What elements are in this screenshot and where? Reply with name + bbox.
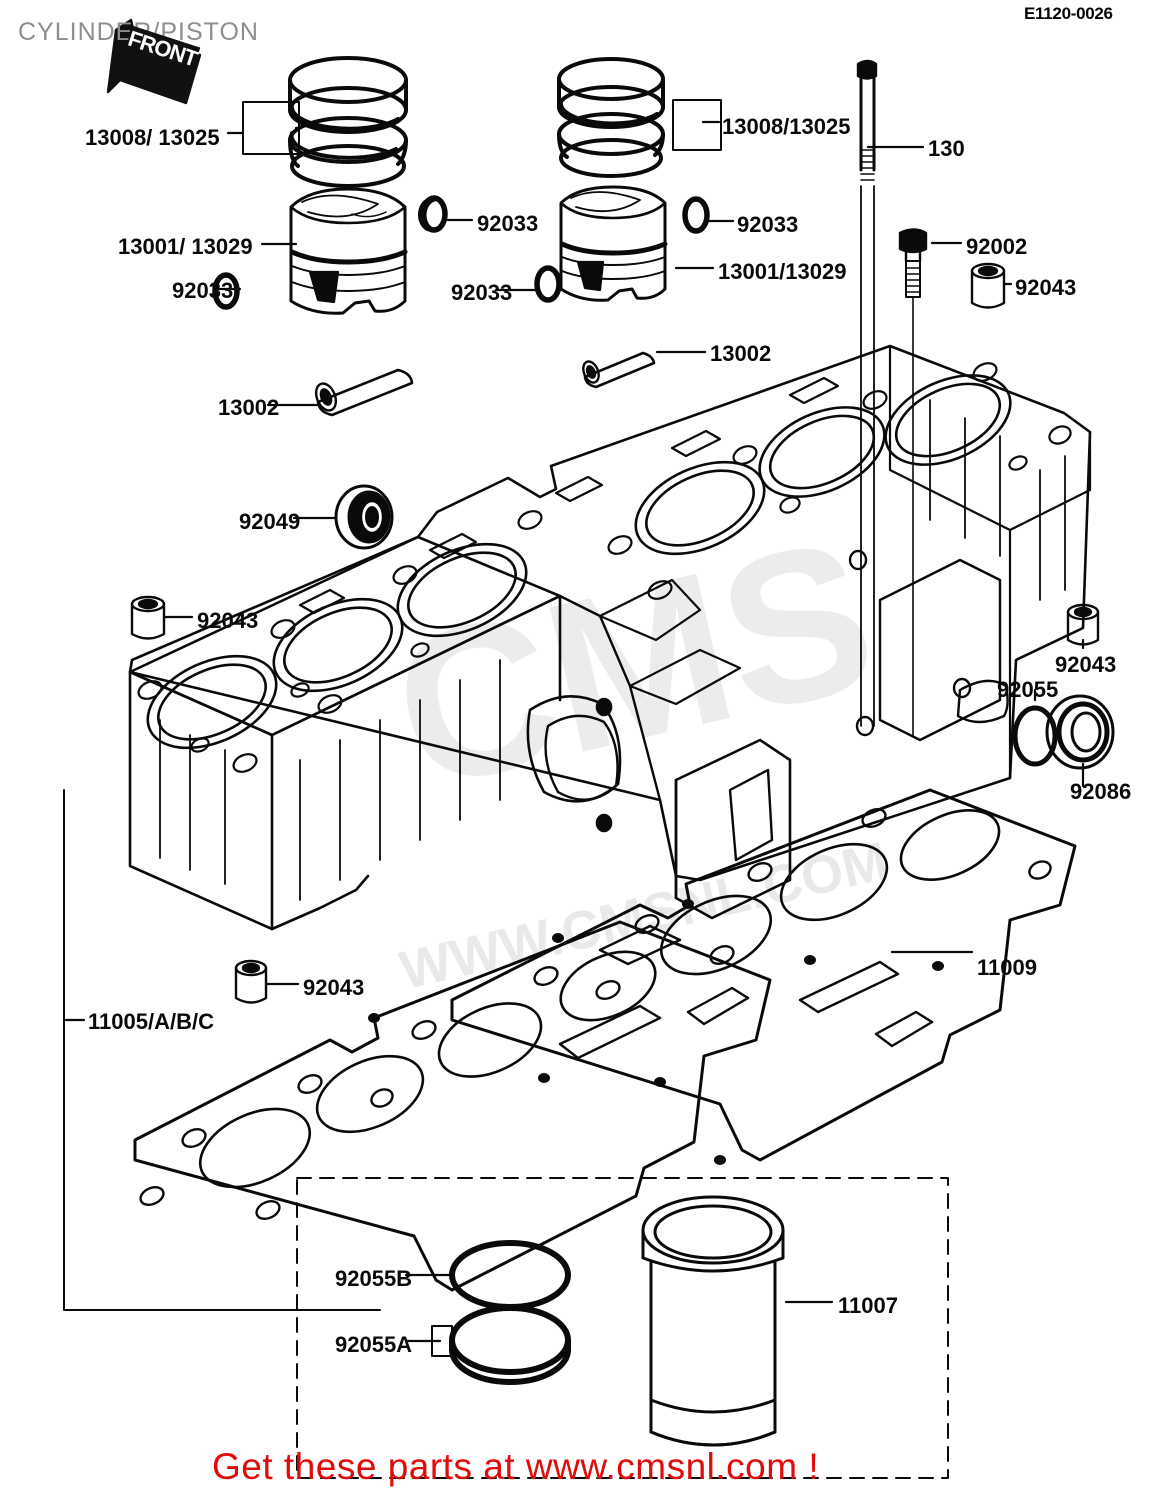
callout-circlip-left-upper[interactable]: 92033 xyxy=(477,211,539,236)
bolt-92002 xyxy=(898,228,928,738)
piston-ring-set-left xyxy=(288,56,408,188)
group-box-lower xyxy=(296,1177,949,1479)
circlips xyxy=(212,195,710,310)
callout-seal-92049[interactable]: 92049 xyxy=(239,509,301,534)
piston-ring-set-right xyxy=(557,57,665,178)
cylinder-block xyxy=(128,344,1092,931)
callout-ring-set-right[interactable]: 13008/13025 xyxy=(722,114,851,139)
callout-piston-right[interactable]: 13001/13029 xyxy=(718,259,847,284)
piston-left xyxy=(289,187,408,315)
long-head-bolt xyxy=(856,59,878,727)
callout-dowel-92043-right[interactable]: 92043 xyxy=(1055,652,1117,677)
callout-circlip-right-upper[interactable]: 92033 xyxy=(737,212,799,237)
oring-92055 xyxy=(1012,705,1058,767)
dowel-pin-92043-left xyxy=(130,595,166,640)
base-gasket-11005 xyxy=(133,920,934,1292)
oil-seal-92049 xyxy=(334,484,394,550)
callout-seal-92086[interactable]: 92086 xyxy=(1070,779,1132,804)
leader-boxes xyxy=(431,1325,453,1357)
callout-ring-set-left[interactable]: 13008/ 13025 xyxy=(85,125,220,150)
group-box-11005 xyxy=(63,789,381,1311)
callout-dowel-92043-left[interactable]: 92043 xyxy=(197,608,259,633)
callout-circlip-left-lower[interactable]: 92033 xyxy=(172,278,234,303)
callout-oring-92055b[interactable]: 92055B xyxy=(335,1266,413,1291)
callout-head-bolt[interactable]: 130 xyxy=(928,136,965,161)
callout-dowel-92043-mid[interactable]: 92043 xyxy=(303,975,365,1000)
head-gasket-11009 xyxy=(450,788,1077,1162)
callout-sleeve-11007[interactable]: 11007 xyxy=(838,1293,898,1318)
cylinder-sleeve-11007 xyxy=(641,1195,785,1447)
callout-base-gasket-11005[interactable]: 11005/A/B/C xyxy=(88,1009,214,1034)
dowel-pin-92043-mid xyxy=(234,959,268,1004)
callout-pin-13002-left[interactable]: 13002 xyxy=(218,395,280,420)
diagram-number: E1120-0026 xyxy=(1024,4,1113,23)
cmsnl-promo-watermark: Get these parts at www.cmsnl.com ! xyxy=(212,1446,820,1487)
callout-oring-92055a[interactable]: 92055A xyxy=(335,1332,413,1357)
oring-92055a xyxy=(449,1305,571,1385)
callout-circlip-mid-lower[interactable]: 92033 xyxy=(451,280,513,305)
piston-right xyxy=(559,185,668,302)
callout-oring-92055[interactable]: 92055 xyxy=(997,677,1059,702)
callout-dowel-92043-top[interactable]: 92043 xyxy=(1015,275,1077,300)
seal-92086 xyxy=(1045,694,1115,770)
callout-pin-13002-right[interactable]: 13002 xyxy=(710,341,772,366)
callout-piston-left[interactable]: 13001/ 13029 xyxy=(118,234,253,259)
callout-head-gasket-11009[interactable]: 11009 xyxy=(977,955,1037,980)
piston-pin-13002-left xyxy=(314,368,414,417)
piston-pin-13002-right xyxy=(582,351,656,389)
leader-lines xyxy=(64,120,1085,1343)
oring-92055b xyxy=(449,1240,571,1310)
ring-set-right-bracket xyxy=(672,99,722,151)
dowel-pin-92043-top xyxy=(970,262,1006,309)
callout-bolt-92002[interactable]: 92002 xyxy=(966,234,1028,259)
